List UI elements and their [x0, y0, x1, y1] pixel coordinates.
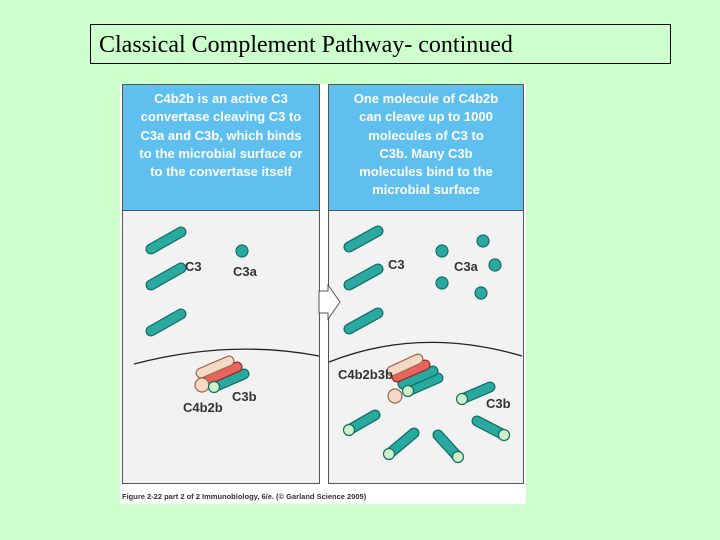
microbial-surface-right: [328, 341, 523, 363]
c3b-bound-molecule: [398, 366, 438, 389]
c3b-end: [401, 384, 415, 398]
c3b-end: [207, 380, 221, 394]
c3-molecule: [146, 227, 186, 254]
c3a-molecule: [476, 234, 490, 248]
left-panel-header: C4b2b is an active C3 convertase cleavin…: [123, 85, 319, 211]
left-convertase-complex: [194, 355, 250, 394]
right-c3a-label: C3a: [454, 259, 479, 274]
title-box: Classical Complement Pathway- continued: [90, 24, 671, 64]
c4b-molecule: [196, 356, 234, 378]
right-convertase-complex: [386, 353, 444, 404]
transition-arrow: [318, 283, 341, 321]
c2b-molecule: [392, 360, 430, 382]
c3b-end: [382, 447, 396, 461]
c3a-molecule: [235, 244, 249, 258]
c3b-end: [342, 423, 356, 437]
left-c3b-label: C3b: [232, 389, 257, 404]
left-c3a-label: C3a: [233, 264, 258, 279]
c3-molecule: [344, 308, 383, 334]
c3a-molecule: [435, 244, 449, 258]
pathway-diagram: C3 C3a C4b2b C3b: [133, 225, 523, 464]
left-convertase-label: C4b2b: [183, 400, 223, 415]
right-convertase-label: C4b2b3b: [338, 367, 393, 382]
figure: C4b2b is an active C3 convertase cleavin…: [120, 84, 526, 504]
right-c3a-molecules: [435, 234, 502, 300]
left-panel-header-text: C4b2b is an active C3 convertase cleavin…: [139, 91, 303, 180]
microbial-surface-left: [133, 348, 320, 365]
c3-molecule: [344, 264, 383, 290]
c2b-molecule: [202, 362, 242, 385]
c3-molecule: [146, 309, 186, 336]
c3b-end: [455, 392, 469, 406]
c4b-molecule: [387, 354, 423, 376]
right-panel-header-text: One molecule of C4b2b can cleave up to 1…: [353, 91, 499, 198]
right-panel-header: One molecule of C4b2b can cleave up to 1…: [329, 85, 523, 211]
c3a-molecule: [474, 286, 488, 300]
c3-molecule: [146, 263, 186, 290]
c3b-end: [497, 428, 511, 442]
right-c3b-molecules: [342, 381, 511, 464]
figure-caption: Figure 2-22 part 2 of 2 Immunobiology, 6…: [122, 492, 367, 501]
c3b-end: [451, 450, 465, 464]
left-c3-molecules: [145, 226, 187, 337]
c4b-head: [194, 377, 210, 393]
right-c3b-label: C3b: [486, 396, 511, 411]
right-c3-label: C3: [388, 257, 405, 272]
slide-title: Classical Complement Pathway- continued: [99, 32, 513, 58]
c3a-molecule: [488, 258, 502, 272]
right-c3-molecules: [343, 225, 384, 335]
left-c3-label: C3: [185, 259, 202, 274]
c3-molecule: [344, 226, 383, 252]
c4b-head: [387, 388, 403, 404]
c3a-molecule: [435, 276, 449, 290]
left-panel: C4b2b is an active C3 convertase cleavin…: [122, 84, 320, 484]
